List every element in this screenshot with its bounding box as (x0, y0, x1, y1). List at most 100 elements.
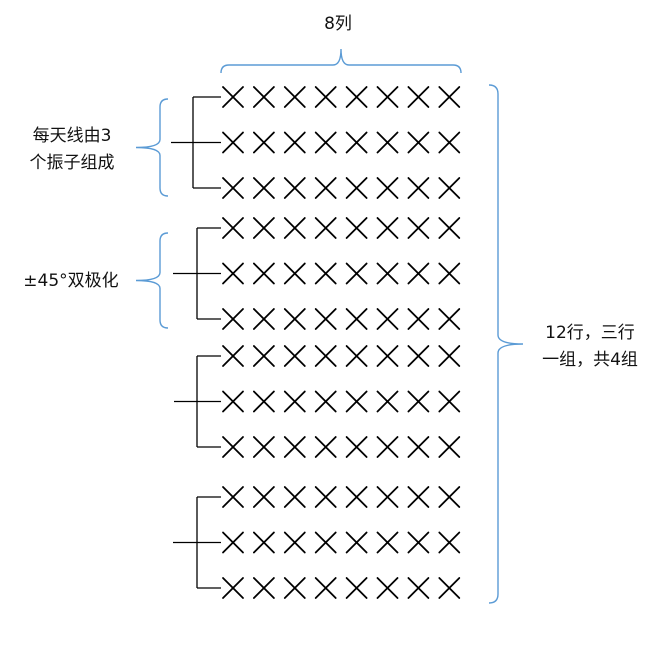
antenna-element (407, 436, 430, 458)
antenna-element (222, 217, 244, 239)
antenna-element (283, 217, 306, 239)
element-stroke (438, 86, 461, 108)
element-stroke (376, 131, 399, 154)
antenna-element (252, 262, 275, 285)
antenna-element (407, 531, 430, 554)
element-stroke (252, 262, 275, 285)
antenna-element (407, 390, 430, 413)
antenna-element (314, 486, 337, 508)
polarization-brace (135, 232, 169, 329)
antenna-element (283, 177, 306, 199)
antenna-element (407, 308, 430, 330)
antenna-element (438, 577, 461, 599)
antenna-element (345, 531, 368, 554)
antenna-element (376, 345, 399, 367)
element-stroke (252, 131, 275, 154)
antenna-element (222, 86, 244, 108)
antenna-element (407, 486, 430, 508)
element-stroke (252, 217, 275, 239)
element-stroke (376, 486, 399, 508)
antenna-element (314, 345, 337, 367)
antenna-element (252, 131, 275, 154)
antenna-element (222, 345, 244, 367)
antenna-element (438, 308, 461, 330)
antenna-element (314, 436, 337, 458)
element-stroke (407, 262, 430, 285)
element-stroke (407, 436, 430, 458)
element-stroke (407, 308, 430, 330)
element-stroke (376, 217, 399, 239)
antenna-element (283, 486, 306, 508)
element-stroke (376, 262, 399, 285)
element-stroke (345, 531, 368, 554)
element-stroke (345, 86, 368, 108)
antenna-element (314, 577, 337, 599)
element-stroke (314, 486, 337, 508)
feed-network (173, 496, 221, 589)
antenna-element (252, 345, 275, 367)
element-stroke (252, 577, 275, 599)
element-stroke (376, 531, 399, 554)
antenna-element (407, 177, 430, 199)
element-stroke (222, 390, 244, 413)
antenna-element (407, 86, 430, 108)
column-brace (220, 48, 462, 74)
antenna-element (438, 486, 461, 508)
antenna-element (222, 177, 244, 199)
feed-network (173, 227, 221, 320)
row-group-annotation-line-1: 12行，三行 (545, 323, 635, 343)
braces-layer (135, 48, 524, 604)
element-stroke (222, 486, 244, 508)
element-stroke (345, 262, 368, 285)
element-stroke (314, 131, 337, 154)
antenna-elements-layer (222, 86, 461, 599)
element-stroke (283, 531, 306, 554)
antenna-element (252, 86, 275, 108)
element-stroke (345, 390, 368, 413)
antenna-element (376, 390, 399, 413)
element-stroke (314, 217, 337, 239)
element-stroke (345, 177, 368, 199)
antenna-element (345, 177, 368, 199)
element-stroke (438, 217, 461, 239)
element-stroke (407, 531, 430, 554)
element-stroke (222, 531, 244, 554)
element-stroke (314, 177, 337, 199)
antenna-element (376, 131, 399, 154)
element-stroke (222, 217, 244, 239)
antenna-element (376, 86, 399, 108)
element-stroke (407, 345, 430, 367)
element-stroke (252, 177, 275, 199)
antenna-element (252, 217, 275, 239)
element-stroke (222, 131, 244, 154)
antenna-element (222, 531, 244, 554)
antenna-element (345, 436, 368, 458)
element-stroke (376, 308, 399, 330)
element-stroke (407, 577, 430, 599)
element-stroke (222, 436, 244, 458)
antenna-element (222, 486, 244, 508)
antenna-element (438, 436, 461, 458)
antenna-element (283, 345, 306, 367)
element-stroke (283, 486, 306, 508)
element-stroke (376, 436, 399, 458)
element-stroke (345, 308, 368, 330)
element-stroke (252, 308, 275, 330)
element-stroke (438, 390, 461, 413)
element-stroke (345, 131, 368, 154)
antenna-element (283, 390, 306, 413)
element-stroke (252, 436, 275, 458)
element-stroke (407, 486, 430, 508)
element-stroke (314, 308, 337, 330)
antenna-element (376, 262, 399, 285)
element-stroke (345, 345, 368, 367)
antenna-element (407, 217, 430, 239)
antenna-element (345, 390, 368, 413)
element-stroke (222, 86, 244, 108)
element-stroke (283, 86, 306, 108)
element-stroke (283, 345, 306, 367)
antenna-element (438, 177, 461, 199)
antenna-element (252, 531, 275, 554)
element-stroke (283, 308, 306, 330)
element-stroke (283, 436, 306, 458)
